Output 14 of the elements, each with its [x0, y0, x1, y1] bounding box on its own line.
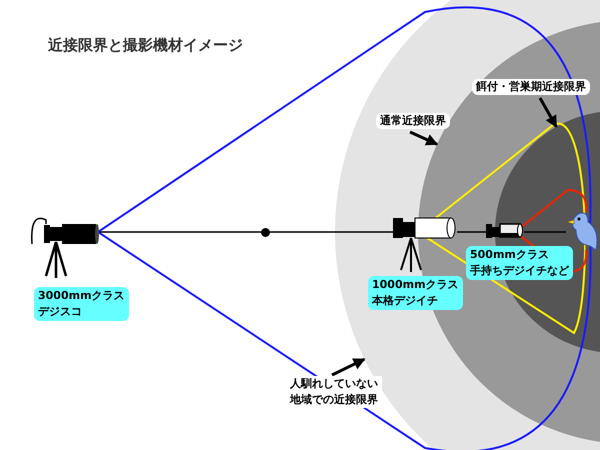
leader-arrow	[538, 97, 558, 128]
leader-arrow	[331, 358, 366, 376]
diagram-title: 近接限界と撮影機材イメージ	[48, 35, 243, 56]
equipment-label: 1000mmクラス 本格デジイチ	[368, 276, 463, 310]
sight-line	[270, 231, 393, 233]
limit-label: 通常近接限界	[376, 113, 450, 129]
leader-arrow	[409, 130, 438, 146]
sight-line	[524, 231, 566, 233]
equipment-label: 500mmクラス 手持ちデジイチなど	[466, 246, 573, 280]
point-marker	[261, 228, 270, 237]
bird-drawing	[566, 210, 600, 252]
limit-label: 餌付・営巣期近接限界	[472, 79, 590, 95]
equipment-label: 3000mmクラス デジスコ	[34, 287, 129, 321]
sight-line	[457, 231, 486, 233]
